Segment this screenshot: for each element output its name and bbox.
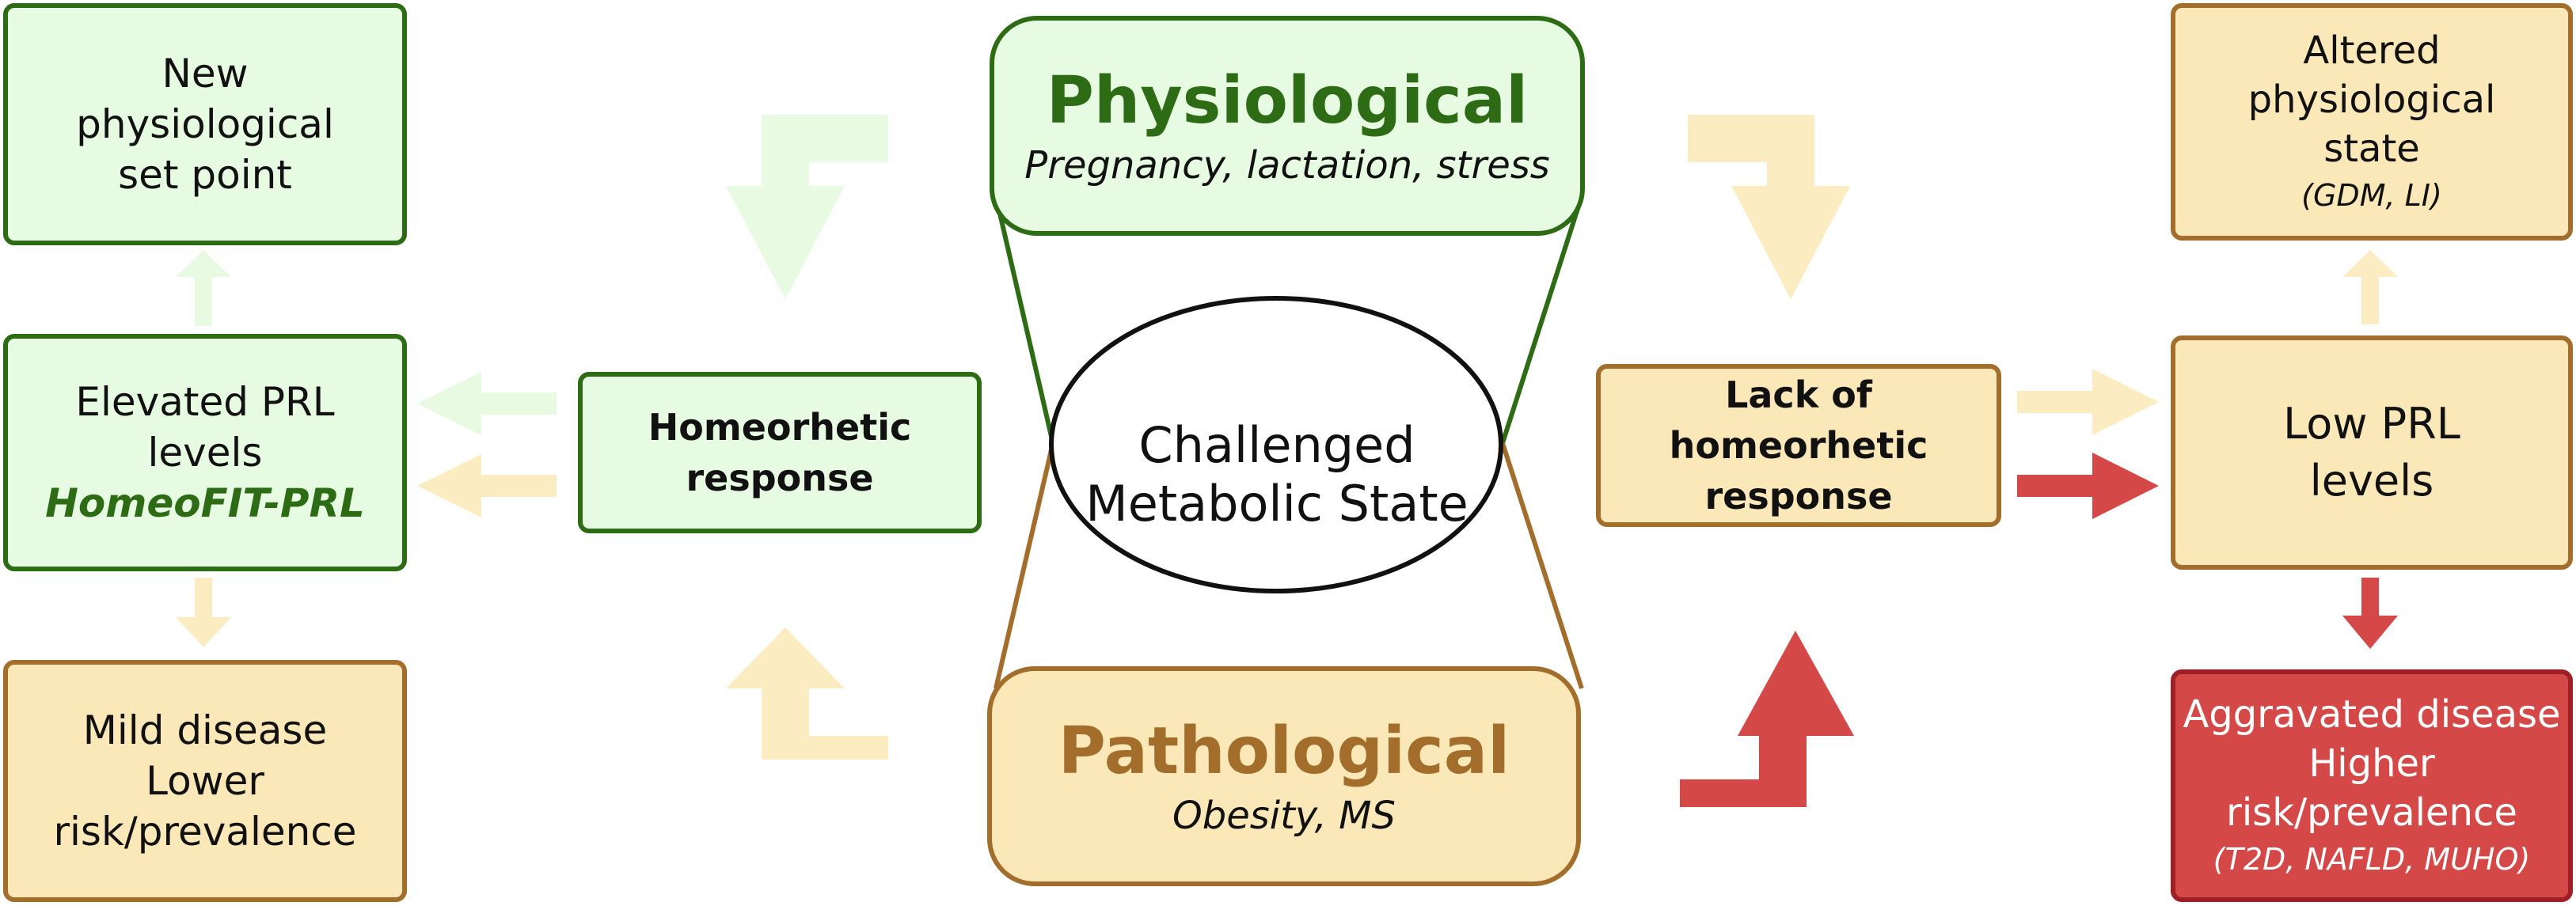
pathological-title: Pathological xyxy=(1058,714,1510,789)
altered-line4: (GDM, LI) xyxy=(2301,178,2442,213)
homeofit-prl-label: HomeoFIT-PRL xyxy=(45,480,365,526)
mild-disease-box: Mild disease Lower risk/prevalence xyxy=(3,660,407,902)
homeorhetic-line2: response xyxy=(686,457,874,499)
set-point-line3: set point xyxy=(118,152,292,198)
altered-line2: physiological xyxy=(2247,78,2496,122)
aggravated-line3: risk/prevalence xyxy=(2226,790,2517,835)
physiological-title: Physiological xyxy=(1046,63,1529,138)
arrow-up-set-point-icon xyxy=(176,250,231,326)
low-prl-box: Low PRL levels xyxy=(2171,335,2573,570)
bent-arrow-top-right-icon xyxy=(1688,115,1850,299)
arrow-right-upper-icon xyxy=(2017,369,2159,435)
bent-arrow-bottom-right-icon xyxy=(1680,631,1854,807)
altered-line3: state xyxy=(2323,127,2420,171)
arrow-down-mild-icon xyxy=(176,578,231,647)
pathological-subtitle: Obesity, MS xyxy=(1172,794,1396,838)
bent-arrow-top-left-icon xyxy=(726,115,888,299)
mild-line2: Lower xyxy=(146,758,264,804)
challenged-line2: Metabolic State xyxy=(1085,475,1468,533)
bent-arrow-bottom-left-icon xyxy=(726,627,888,760)
connector-physio-left xyxy=(994,195,1055,444)
altered-line1: Altered xyxy=(2303,28,2441,73)
challenged-state-ellipse xyxy=(1049,296,1503,593)
homeorhetic-line1: Homeorhetic xyxy=(648,406,912,449)
low-line2: levels xyxy=(2309,456,2434,506)
mild-line3: risk/prevalence xyxy=(53,809,357,855)
lack-line1: Lack of xyxy=(1725,373,1872,416)
lack-response-box: Lack of homeorhetic response xyxy=(1596,364,2001,527)
set-point-line2: physiological xyxy=(76,101,334,147)
lack-line2: homeorhetic xyxy=(1669,424,1928,467)
low-line1: Low PRL xyxy=(2283,399,2460,449)
aggravated-disease-box: Aggravated disease Higher risk/prevalenc… xyxy=(2171,669,2573,902)
connector-physio-right xyxy=(1500,195,1584,444)
physiological-box: Physiological Pregnancy, lactation, stre… xyxy=(990,16,1585,236)
connector-patho-left xyxy=(994,442,1055,689)
arrow-left-upper-icon xyxy=(417,372,557,435)
challenged-state-label: Challenged Metabolic State xyxy=(1051,372,1503,578)
arrow-down-aggravated-icon xyxy=(2342,578,2398,649)
elevated-line1: Elevated PRL xyxy=(75,379,335,425)
pathological-box: Pathological Obesity, MS xyxy=(987,666,1581,886)
mild-line1: Mild disease xyxy=(82,707,328,753)
homeorhetic-response-box: Homeorhetic response xyxy=(578,372,982,533)
connector-patho-right xyxy=(1500,442,1584,689)
set-point-line1: New xyxy=(161,51,249,97)
aggravated-line1: Aggravated disease xyxy=(2183,692,2561,737)
elevated-line2: levels xyxy=(147,430,263,476)
elevated-prl-box: Elevated PRL levels HomeoFIT-PRL xyxy=(3,334,407,571)
arrow-up-altered-icon xyxy=(2342,250,2398,324)
arrow-right-lower-icon xyxy=(2017,453,2159,519)
challenged-line1: Challenged xyxy=(1138,416,1415,474)
arrow-left-lower-icon xyxy=(417,454,557,517)
altered-state-box: Altered physiological state (GDM, LI) xyxy=(2171,3,2573,241)
physiological-subtitle: Pregnancy, lactation, stress xyxy=(1024,143,1550,188)
set-point-box: New physiological set point xyxy=(3,3,407,245)
lack-line3: response xyxy=(1704,475,1893,517)
aggravated-line2: Higher xyxy=(2308,741,2435,786)
aggravated-line4: (T2D, NAFLD, MUHO) xyxy=(2213,842,2531,877)
